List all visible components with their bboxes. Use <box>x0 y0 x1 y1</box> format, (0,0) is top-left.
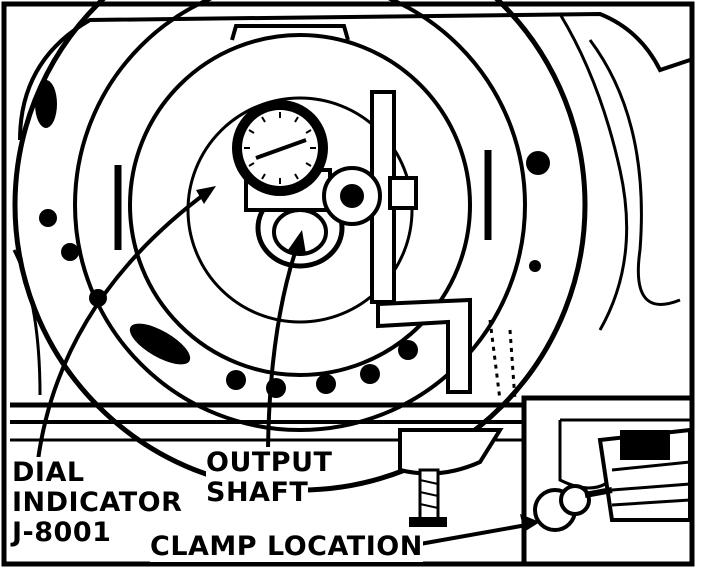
indicator-post <box>322 90 418 304</box>
output-shaft-label-line2: SHAFT <box>206 477 309 508</box>
lower-clamp <box>398 428 504 527</box>
dial-indicator-label-line1: DIAL <box>12 457 85 488</box>
housing-inner-circle <box>128 33 472 377</box>
dial-indicator-label-line3: J-8001 <box>12 517 112 548</box>
output-leader <box>266 237 302 449</box>
transmission-case <box>12 11 691 396</box>
leader-lines <box>36 188 533 546</box>
housing-ring <box>73 0 527 432</box>
arrow-heads <box>196 186 540 532</box>
c-clamp <box>376 297 472 394</box>
clamp-location-inset <box>521 395 695 567</box>
dial-needle <box>255 138 307 160</box>
clamp-leader <box>419 522 533 546</box>
dial-indicator <box>232 100 332 212</box>
output-shaft-label-line1: OUTPUT <box>206 447 333 478</box>
clamp-location-label: CLAMP LOCATION <box>150 531 423 562</box>
dial-leader <box>36 188 212 461</box>
dial-indicator-label-line2: INDICATOR <box>12 487 183 518</box>
top-tab <box>230 24 350 41</box>
